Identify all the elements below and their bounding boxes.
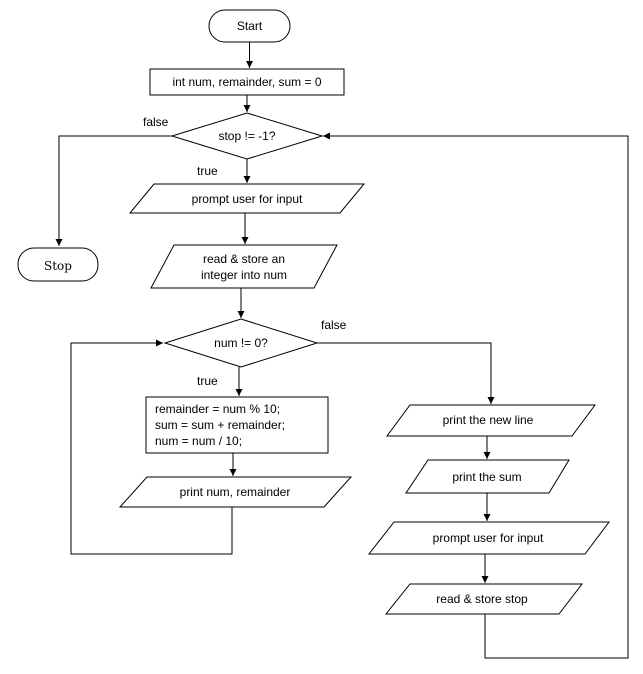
read-num-box (150, 244, 338, 289)
prompt-input-1-box (128, 183, 366, 214)
prompt-input-1-label: prompt user for input (192, 192, 303, 206)
process-label-line3: num = num / 10; (155, 434, 242, 448)
prompt-input-2-label: prompt user for input (433, 531, 544, 545)
print-newline-box (386, 404, 596, 437)
start-label: Start (237, 19, 263, 33)
process-label-line2: sum = sum + remainder; (155, 418, 285, 432)
declare-label: int num, remainder, sum = 0 (172, 75, 321, 89)
connector-num-check-to-print-newline (317, 342, 495, 404)
read-stop-label: read & store stop (436, 592, 528, 606)
num-true-label: true (197, 374, 218, 388)
num-check-decision (163, 318, 319, 368)
connector-read-stop-loop-back (323, 132, 629, 659)
print-newline-label: print the new line (443, 413, 534, 427)
stop-terminal (17, 247, 99, 282)
declare-box (149, 68, 345, 96)
prompt-input-2-box (367, 521, 610, 555)
read-num-label-line2: integer into num (201, 268, 287, 282)
num-check-label: num != 0? (214, 336, 268, 350)
num-false-label: false (321, 318, 347, 332)
read-stop-box (384, 583, 584, 615)
stop-label: Stop (44, 259, 72, 273)
print-num-box (118, 476, 353, 508)
print-sum-label: print the sum (452, 470, 521, 484)
process-box (145, 396, 329, 454)
stop-check-label: stop != -1? (218, 129, 275, 143)
stop-true-label: true (197, 164, 218, 178)
process-label-line1: remainder = num % 10; (155, 402, 280, 416)
print-num-label: print num, remainder (180, 485, 291, 499)
print-sum-box (405, 459, 570, 494)
connector-stop-check-to-stop (55, 135, 172, 246)
read-num-label-line1: read & store an (203, 252, 285, 266)
connector-print-num-loop-back (70, 339, 233, 555)
stop-false-label: false (143, 115, 169, 129)
